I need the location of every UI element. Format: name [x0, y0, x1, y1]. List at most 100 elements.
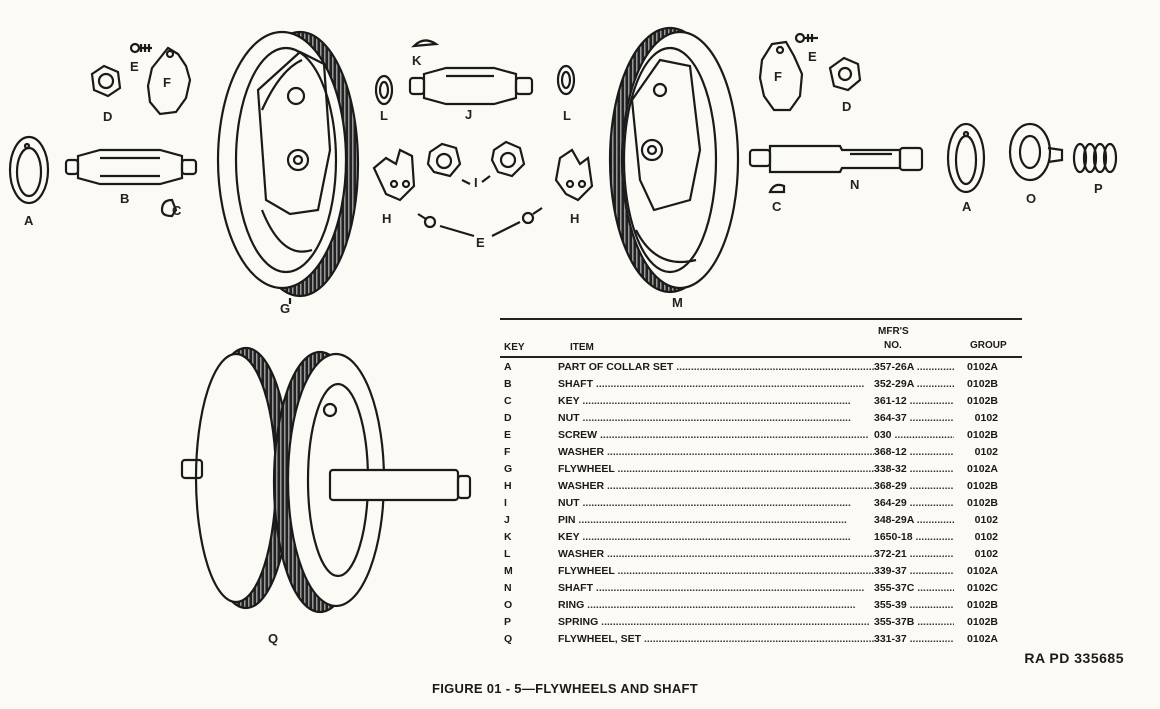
row-mfr-no: 352-29A: [874, 378, 954, 390]
label-L-left: L: [380, 108, 388, 123]
row-mfr-no: 1650-18: [874, 531, 954, 543]
label-F-right: F: [774, 69, 782, 84]
row-item: NUT: [558, 497, 874, 509]
table-row: MFLYWHEEL339-370102A: [500, 562, 1022, 579]
washer-F-left: [146, 46, 192, 116]
table-row: CKEY361-120102B: [500, 392, 1022, 409]
row-group: 0102A: [967, 462, 998, 475]
row-key: O: [504, 598, 513, 611]
washer-L-right: [556, 64, 576, 96]
row-key: N: [504, 581, 512, 594]
row-key: J: [504, 513, 510, 526]
header-key: KEY: [504, 342, 525, 353]
label-C-left: C: [172, 203, 182, 218]
row-key: L: [504, 547, 511, 560]
label-N: N: [850, 177, 860, 192]
table-row: INUT364-290102B: [500, 494, 1022, 511]
table-row: BSHAFT352-29A0102B: [500, 375, 1022, 392]
row-key: C: [504, 394, 512, 407]
flywheel-M: [608, 26, 740, 294]
table-row: JPIN348-29A0102: [500, 511, 1022, 528]
row-mfr-no: 355-39: [874, 599, 954, 611]
leader-E: [439, 221, 521, 238]
row-group: 0102C: [967, 581, 998, 594]
key-C-left: [160, 198, 178, 218]
nut-I-right: [490, 140, 526, 178]
nut-D-left: [90, 64, 122, 98]
label-E-top-left: E: [130, 59, 139, 74]
flywheel-set-Q: [180, 346, 472, 614]
row-item: SHAFT: [558, 378, 874, 390]
label-J: J: [465, 107, 473, 122]
row-item: FLYWHEEL: [558, 565, 874, 577]
row-group: 0102B: [967, 496, 998, 509]
table-row: HWASHER368-290102B: [500, 477, 1022, 494]
row-mfr-no: 030: [874, 429, 954, 441]
row-item: FLYWHEEL, SET: [558, 633, 874, 645]
figure-caption: FIGURE 01 - 5—FLYWHEELS AND SHAFT: [431, 681, 699, 696]
row-mfr-no: 368-29: [874, 480, 954, 492]
washer-L-left: [374, 74, 394, 106]
label-G: G: [280, 301, 291, 316]
key-K: [411, 39, 440, 48]
row-mfr-no: 364-37: [874, 412, 954, 424]
flywheel-G: [216, 30, 360, 298]
row-group: 0102A: [967, 564, 998, 577]
label-D-left: D: [103, 109, 113, 124]
label-D-right: D: [842, 99, 852, 114]
label-M: M: [672, 295, 683, 310]
collar-A-left: [8, 135, 50, 205]
table-row: PSPRING355-37B0102B: [500, 613, 1022, 630]
label-A-left: A: [24, 213, 34, 228]
washer-F-right: [758, 40, 804, 112]
row-key: H: [504, 479, 512, 492]
row-item: WASHER: [558, 446, 874, 458]
row-key: M: [504, 564, 513, 577]
row-group: 0102: [974, 530, 998, 543]
label-O: O: [1026, 191, 1037, 206]
label-K: K: [412, 53, 422, 68]
row-group: 0102B: [967, 394, 998, 407]
row-item: KEY: [558, 531, 874, 543]
row-item: SCREW: [558, 429, 874, 441]
row-key: K: [504, 530, 512, 543]
shaft-B: [64, 148, 198, 186]
row-item: NUT: [558, 412, 874, 424]
row-item: FLYWHEEL: [558, 463, 874, 475]
row-key: P: [504, 615, 512, 628]
row-item: RING: [558, 599, 874, 611]
label-P: P: [1094, 181, 1103, 196]
shaft-N: [748, 144, 924, 174]
header-mfr-line2: NO.: [884, 340, 902, 351]
label-F-left: F: [163, 75, 171, 90]
label-C-right: C: [772, 199, 782, 214]
screw-E-top-left: [129, 42, 152, 54]
row-group: 0102B: [967, 598, 998, 611]
row-key: F: [504, 445, 511, 458]
spring-P: [1072, 142, 1118, 174]
header-group: GROUP: [970, 340, 1007, 351]
screw-E-center-right: [521, 207, 543, 225]
label-H-right: H: [570, 211, 580, 226]
row-mfr-no: 372-21: [874, 548, 954, 560]
table-row: O RING355-39 0102B: [500, 596, 1022, 613]
row-group: 0102: [974, 513, 998, 526]
row-mfr-no: 364-29: [874, 497, 954, 509]
row-key: G: [504, 462, 513, 475]
table-header: KEY ITEM MFR'S NO. GROUP: [500, 320, 1022, 356]
row-key: A: [504, 360, 512, 373]
label-A-right: A: [962, 199, 972, 214]
row-group: 0102B: [967, 615, 998, 628]
nut-D-right: [828, 56, 862, 92]
row-mfr-no: 368-12: [874, 446, 954, 458]
key-C-right: [768, 183, 786, 194]
row-key: E: [504, 428, 512, 441]
screw-E-top-right: [794, 32, 818, 44]
row-key: D: [504, 411, 512, 424]
screw-E-center-left: [417, 213, 437, 229]
row-mfr-no: 357-26A: [874, 361, 954, 373]
